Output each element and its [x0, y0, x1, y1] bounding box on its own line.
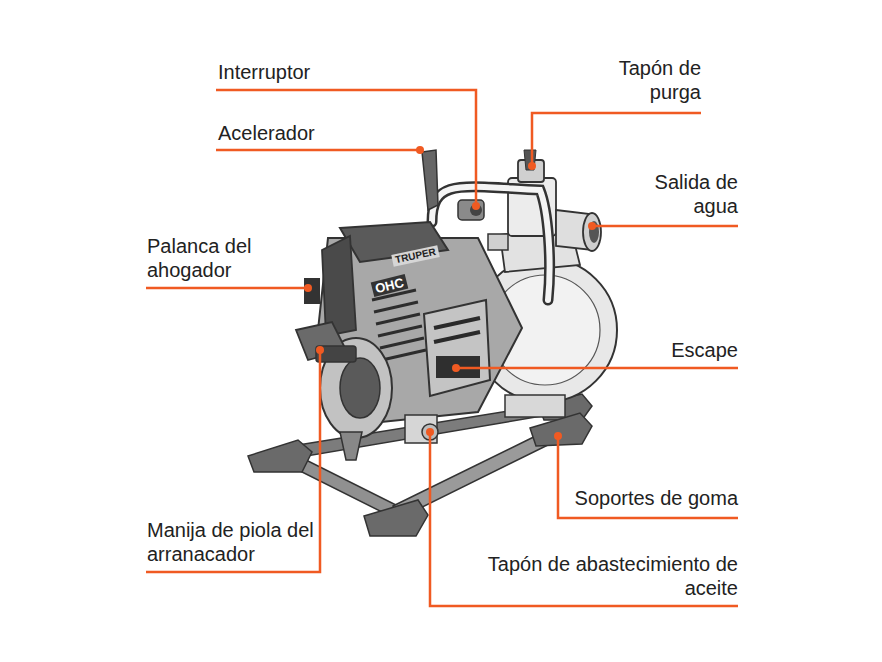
part-label: Tapón de abastecimiento de aceite — [478, 552, 738, 600]
part-label: Manija de piola del arranacador — [147, 518, 322, 566]
part-label: Salida de agua — [628, 170, 738, 218]
part-label: Palanca del ahogador — [147, 234, 277, 282]
part-label: Interruptor — [218, 60, 310, 84]
part-label: Acelerador — [218, 121, 315, 145]
part-label: Escape — [671, 338, 738, 362]
part-label: Soportes de goma — [575, 486, 738, 510]
part-label: Tapón de purga — [591, 56, 701, 104]
